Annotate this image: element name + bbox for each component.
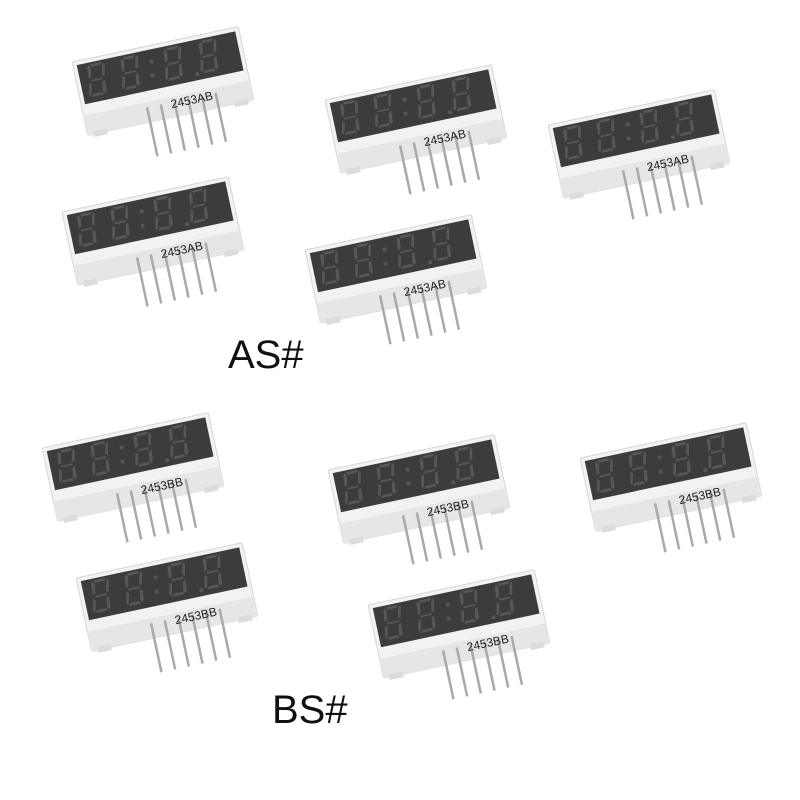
display-module-b3: 2453BB [580, 423, 769, 566]
display-module-b4: 2453BB [76, 543, 265, 686]
display-module-a5: 2453AB [305, 215, 494, 358]
display-module-b2: 2453BB [328, 435, 517, 578]
group-a-label: AS# [228, 333, 304, 377]
display-module-a1: 2453AB [72, 27, 261, 170]
display-module-a3: 2453AB [548, 90, 737, 233]
display-module-a4: 2453AB [62, 177, 251, 320]
display-module-b1: 2453BB [42, 413, 231, 556]
display-module-b5: 2453BB [368, 570, 557, 713]
group-b-label: BS# [272, 688, 348, 732]
display-module-a2: 2453AB [325, 65, 514, 208]
